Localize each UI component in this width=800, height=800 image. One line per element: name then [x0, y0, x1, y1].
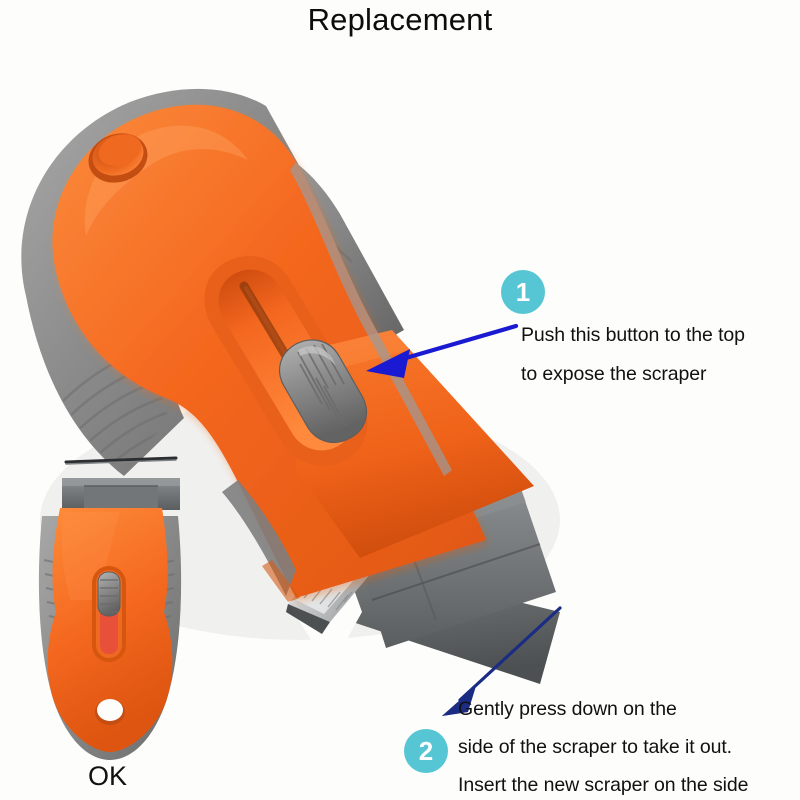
callout-arrow-2 — [442, 606, 562, 716]
main-scraper-tool — [21, 88, 560, 684]
step-2-text-line-3: Insert the new scraper on the side — [458, 774, 749, 796]
step-1-badge: 1 — [501, 270, 545, 314]
hanging-hole — [88, 133, 148, 183]
step-1-text-line-2: to expose the scraper — [521, 363, 707, 385]
ok-label: OK — [88, 761, 128, 791]
step-2-text-line-1: Gently press down on the — [458, 698, 677, 720]
blade-assembly — [286, 486, 560, 684]
small-scraper-tool — [38, 456, 182, 760]
slider-button[interactable] — [279, 339, 367, 443]
step-1-number: 1 — [515, 277, 531, 307]
step-2-badge: 2 — [404, 729, 448, 773]
callout-arrow-1 — [366, 323, 519, 378]
step-2-number: 2 — [418, 736, 434, 766]
step-1-text-line-1: Push this button to the top — [521, 324, 745, 346]
step-2-text-line-2: side of the scraper to take it out. — [458, 736, 732, 758]
small-slider-slot — [92, 566, 126, 662]
page-title: Replacement — [307, 2, 493, 37]
